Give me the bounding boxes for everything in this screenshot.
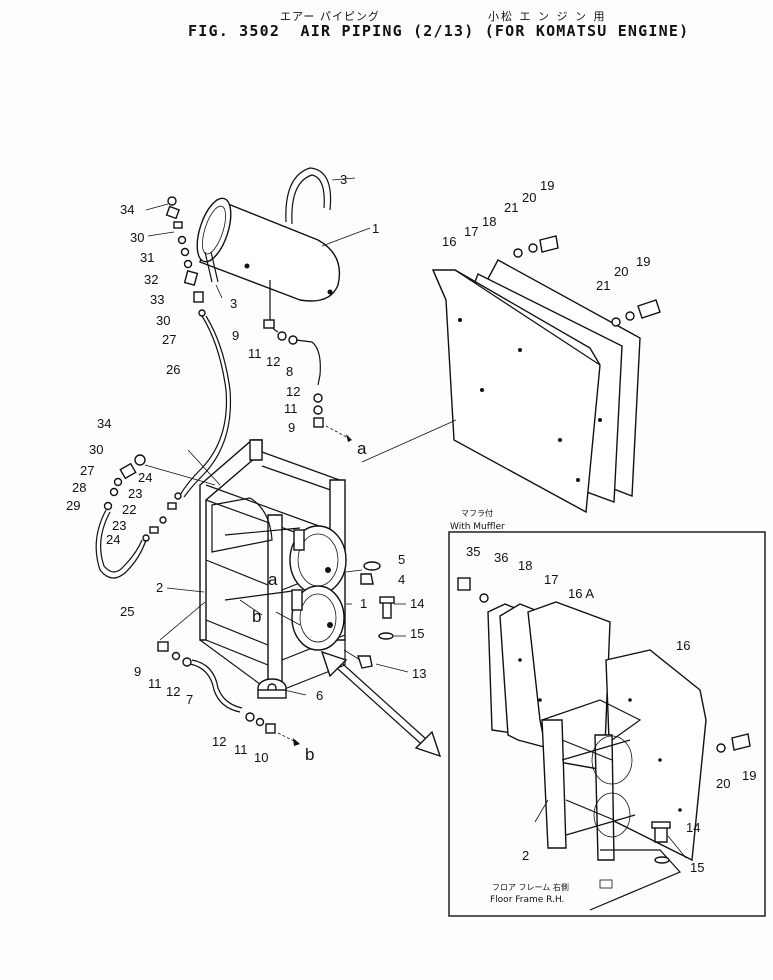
callout: 30 xyxy=(130,230,144,245)
inset-caption-en: With Muffler xyxy=(450,522,505,532)
callout: 20 xyxy=(522,190,536,205)
callout: 11 xyxy=(234,742,248,757)
callout-labels-inset: マフラ付 With Muffler 35 36 18 17 16 A 16 20… xyxy=(450,508,756,905)
callout: 19 xyxy=(636,254,650,269)
callout: 12 xyxy=(266,354,280,369)
callout: 16 A xyxy=(568,586,594,601)
panel-bolts xyxy=(513,235,661,327)
callout: 32 xyxy=(144,272,158,287)
radiator-panels xyxy=(361,259,641,514)
callout: 24 xyxy=(138,470,152,485)
callout: 2 xyxy=(156,580,163,595)
callout: 7 xyxy=(186,692,193,707)
callout: 23 xyxy=(128,486,142,501)
callout: 19 xyxy=(742,768,756,783)
inset-footer-jp: フロア フレーム 右側 xyxy=(492,882,569,892)
bolt-hardware xyxy=(343,561,395,669)
callout: 30 xyxy=(89,442,103,457)
callout: 9 xyxy=(288,420,295,435)
figure-title: FIG. 3502 AIR PIPING (2/13) (FOR KOMATSU… xyxy=(188,22,690,40)
callout: 22 xyxy=(122,502,136,517)
callout: 20 xyxy=(716,776,730,791)
inset-caption-jp: マフラ付 xyxy=(461,508,493,518)
callout: 27 xyxy=(162,332,176,347)
callout: 20 xyxy=(614,264,628,279)
callout: 10 xyxy=(254,750,268,765)
fitting-stack-lower xyxy=(95,454,216,579)
callout: b xyxy=(252,607,261,626)
callout: 17 xyxy=(464,224,478,239)
reference-arrow xyxy=(320,650,442,758)
callout: a xyxy=(357,439,367,458)
callout: a xyxy=(268,570,278,589)
callout: 11 xyxy=(248,346,262,361)
callout: 4 xyxy=(398,572,405,587)
callout: 15 xyxy=(690,860,704,875)
callout: 21 xyxy=(596,278,610,293)
callout: 21 xyxy=(504,200,518,215)
callout: 11 xyxy=(148,676,162,691)
callout: 11 xyxy=(284,401,298,416)
callout: 14 xyxy=(410,596,424,611)
callout: 23 xyxy=(112,518,126,533)
callout: b xyxy=(305,745,314,764)
callout: 16 xyxy=(442,234,456,249)
callout: 36 xyxy=(494,550,508,565)
title-japanese-right: 小松 エ ン ジ ン 用 xyxy=(488,10,607,23)
callout: 24 xyxy=(106,532,120,547)
callout: 12 xyxy=(212,734,226,749)
callout: 5 xyxy=(398,552,405,567)
callout: 3 xyxy=(340,172,347,187)
callout: 8 xyxy=(286,364,293,379)
callout: 34 xyxy=(120,202,134,217)
callout: 14 xyxy=(686,820,700,835)
callout: 30 xyxy=(156,313,170,328)
callout: 17 xyxy=(544,572,558,587)
leader-lines xyxy=(145,177,687,859)
callout: 34 xyxy=(97,416,111,431)
fitting-stack-upper xyxy=(165,196,206,317)
title-japanese-left: エアー パイピング xyxy=(280,10,380,23)
callout: 12 xyxy=(286,384,300,399)
callout: 31 xyxy=(140,250,154,265)
callout: 28 xyxy=(72,480,86,495)
frame-assembly xyxy=(199,439,347,691)
tank-strap xyxy=(204,167,332,283)
callout: 9 xyxy=(134,664,141,679)
callout: 3 xyxy=(230,296,237,311)
callout: 18 xyxy=(518,558,532,573)
callout: 35 xyxy=(466,544,480,559)
callout: 19 xyxy=(540,178,554,193)
callout: 1 xyxy=(360,596,367,611)
callout: 9 xyxy=(232,328,239,343)
callout: 16 xyxy=(676,638,690,653)
callout: 25 xyxy=(120,604,134,619)
lower-pipe-fittings xyxy=(157,599,301,746)
callout: 13 xyxy=(412,666,426,681)
callout: 2 xyxy=(522,848,529,863)
air-tank xyxy=(196,197,341,302)
callout: 12 xyxy=(166,684,180,699)
callout: 29 xyxy=(66,498,80,513)
callout: 27 xyxy=(80,463,94,478)
callout: 15 xyxy=(410,626,424,641)
callout: 1 xyxy=(372,221,379,236)
callout: 18 xyxy=(482,214,496,229)
callout: 26 xyxy=(166,362,180,377)
callout-labels-main: 34 30 31 32 33 30 27 26 3 1 3 9 11 12 8 … xyxy=(66,172,650,765)
upper-pipe-fittings xyxy=(263,319,353,442)
callout: 33 xyxy=(150,292,164,307)
callout: 6 xyxy=(316,688,323,703)
muffler-inset xyxy=(448,531,766,917)
inset-footer-en: Floor Frame R.H. xyxy=(490,895,564,905)
